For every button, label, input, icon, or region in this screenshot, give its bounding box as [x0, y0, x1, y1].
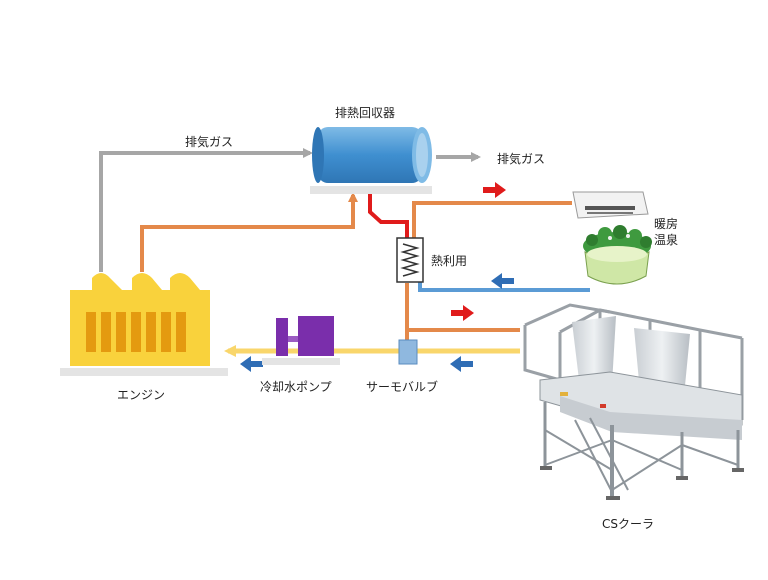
flow-arrow-red-2 [451, 305, 474, 321]
cooling-pump-icon [262, 316, 340, 365]
engine-hot-line [140, 192, 358, 272]
thermo-valve-icon [398, 339, 418, 365]
heat-use-return-line [418, 282, 590, 292]
cs-cooler-label: CSクーラ [602, 517, 654, 531]
exhaust-line-in [99, 148, 313, 272]
heat-recovery-label: 排熱回収器 [335, 106, 396, 120]
heat-use-supply-line [412, 201, 572, 238]
flow-arrow-blue-3 [240, 356, 263, 372]
flow-arrow-blue-2 [450, 356, 473, 372]
pump-label: 冷却水ポンプ [260, 380, 332, 394]
flow-arrow-red-1 [483, 182, 506, 198]
hot-spring-bath-icon [583, 225, 652, 285]
exhaust-gas-label-left: 排気ガス [185, 135, 234, 149]
engine-icon [60, 273, 228, 376]
recovery-hot-line [368, 193, 409, 238]
cs-cooler-unit-icon [523, 303, 744, 500]
ceiling-air-conditioner-icon [572, 191, 649, 219]
heat-exchanger-coil-icon [396, 237, 424, 283]
heat-use-label: 熱利用 [431, 254, 468, 268]
heating-hot-spring-label: 暖房温泉 [654, 217, 679, 247]
engine-label: エンジン [117, 388, 166, 402]
flow-arrow-blue-1 [491, 273, 514, 289]
heat-recovery-unit [310, 127, 432, 194]
exhaust-gas-label-right: 排気ガス [497, 152, 546, 166]
thermo-valve-label: サーモバルブ [366, 380, 439, 394]
